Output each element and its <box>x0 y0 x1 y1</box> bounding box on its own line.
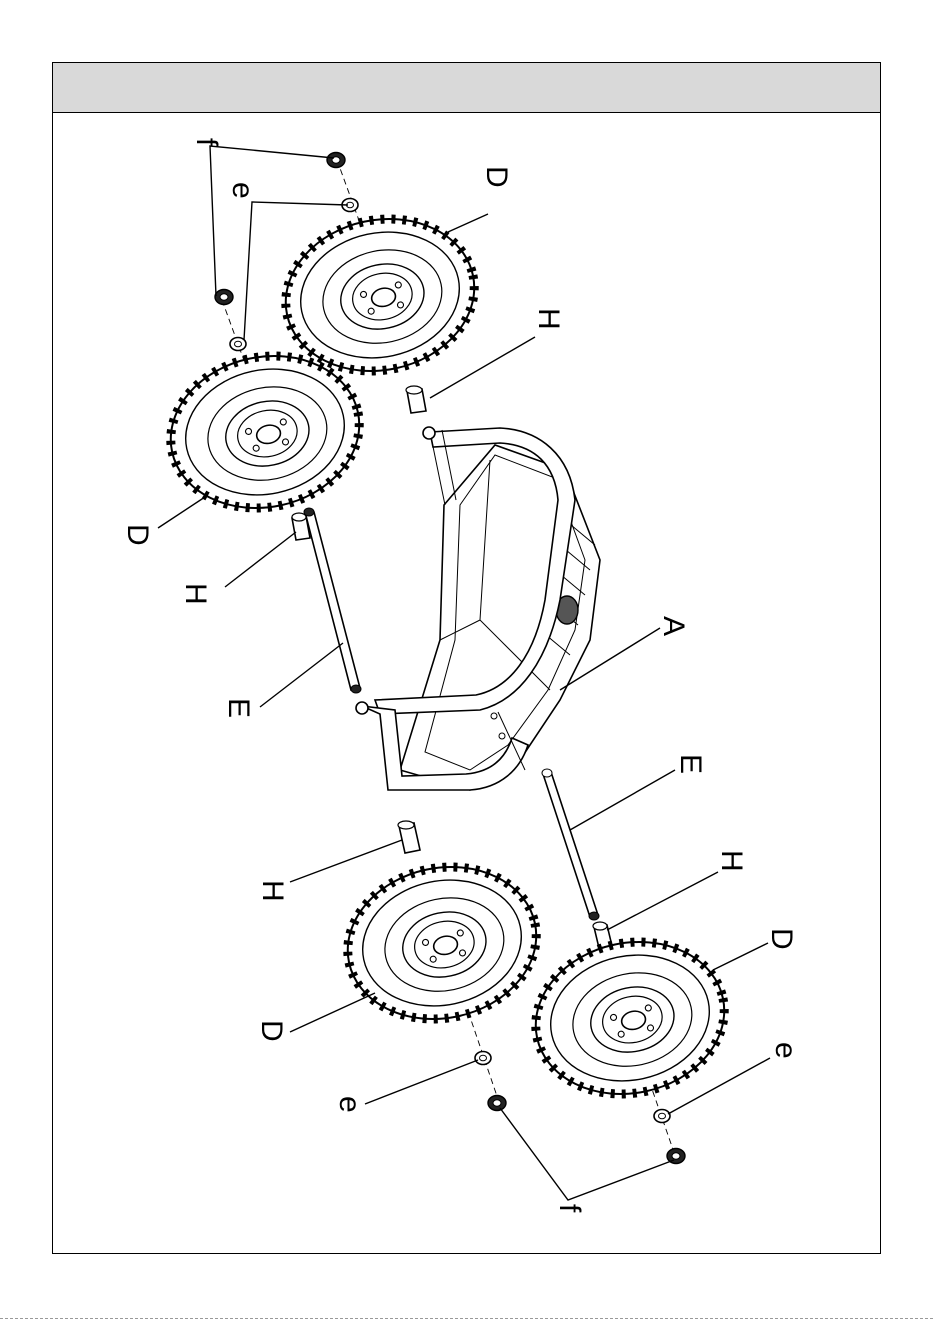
label-d: D <box>255 1020 288 1042</box>
label-e: E <box>222 698 255 718</box>
label-d: D <box>121 524 154 546</box>
wheel <box>333 850 550 1036</box>
label-h: H <box>715 850 748 872</box>
label-f: f <box>553 1204 586 1213</box>
front-axle <box>304 508 361 693</box>
label-e: e <box>769 1042 802 1059</box>
bushing <box>398 821 420 853</box>
washer <box>475 1052 491 1065</box>
wheel <box>521 925 738 1111</box>
page-bottom-dash <box>0 1318 933 1319</box>
label-e: e <box>333 1096 366 1113</box>
label-e: e <box>226 182 259 199</box>
washer <box>654 1110 670 1123</box>
nut <box>215 290 233 305</box>
label-h: H <box>256 880 289 902</box>
label-d: D <box>765 928 798 950</box>
nut <box>327 153 345 168</box>
label-a: A <box>657 616 690 636</box>
rear-axle <box>542 769 599 920</box>
label-h: H <box>179 583 212 605</box>
nut <box>488 1096 506 1111</box>
label-f: f <box>190 138 223 147</box>
label-d: D <box>480 166 513 188</box>
label-h: H <box>532 308 565 330</box>
label-e: E <box>674 754 707 774</box>
wagon-body <box>356 427 600 790</box>
bushing <box>406 386 426 413</box>
